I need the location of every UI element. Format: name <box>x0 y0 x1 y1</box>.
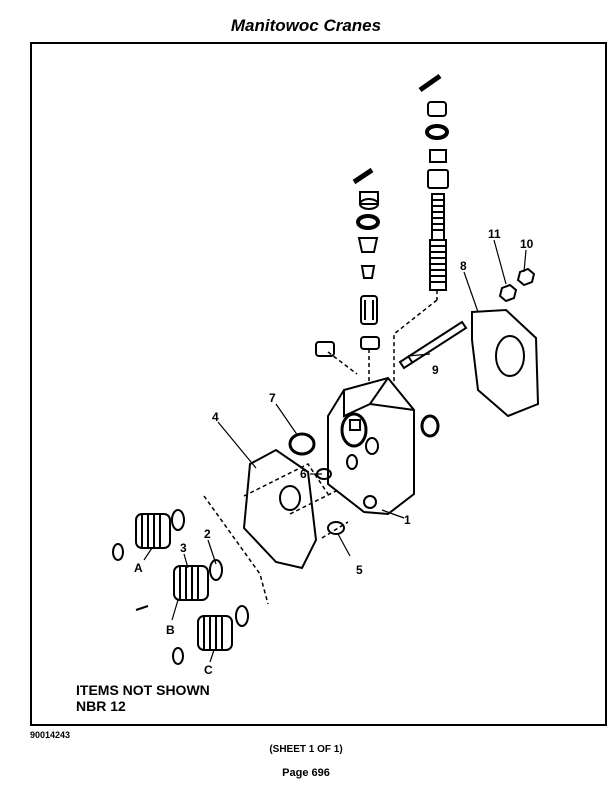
spool-assembly-left <box>352 167 380 350</box>
callout-3: 3 <box>180 541 187 555</box>
leader-lines <box>143 239 527 663</box>
sheet-indicator: (SHEET 1 OF 1) <box>269 744 343 755</box>
callout-5: 5 <box>356 563 363 577</box>
callout-a: A <box>134 561 143 575</box>
figure-number: 90014243 <box>30 730 71 740</box>
shaft <box>398 320 468 370</box>
callout-10: 10 <box>520 237 534 251</box>
callout-1: 1 <box>404 513 411 527</box>
gear-c <box>172 605 249 665</box>
note-items-not-shown: ITEMS NOT SHOWN <box>76 682 210 698</box>
o-ring-7 <box>288 432 316 456</box>
nut-11 <box>498 283 518 303</box>
callout-c: C <box>204 663 213 677</box>
page-number: Page 696 <box>282 767 330 779</box>
exploded-view-diagram: 4 7 6 1 5 9 8 11 10 2 3 A B C <box>112 73 540 677</box>
callout-7: 7 <box>269 391 276 405</box>
callout-9: 9 <box>432 363 439 377</box>
nut-10 <box>516 267 536 287</box>
page-title: Manitowoc Cranes <box>230 16 382 35</box>
spool-assembly-right <box>418 73 449 291</box>
callout-8: 8 <box>460 259 467 273</box>
diagram-frame: 4 7 6 1 5 9 8 11 10 2 3 A B C ITEMS NOT … <box>30 42 607 726</box>
gasket-left <box>242 448 318 570</box>
gear-a <box>112 509 185 561</box>
washer-5 <box>327 521 345 535</box>
gasket-right <box>471 308 540 418</box>
callout-2: 2 <box>204 527 211 541</box>
note-nbr: NBR 12 <box>76 698 126 714</box>
gear-b <box>135 559 223 611</box>
plug <box>315 341 335 357</box>
callout-b: B <box>166 623 175 637</box>
assembly-lines <box>203 290 438 605</box>
callout-6: 6 <box>300 467 307 481</box>
gasket-port <box>495 335 525 377</box>
callout-11: 11 <box>488 227 501 241</box>
valve-body <box>327 376 440 516</box>
callout-4: 4 <box>212 410 219 424</box>
